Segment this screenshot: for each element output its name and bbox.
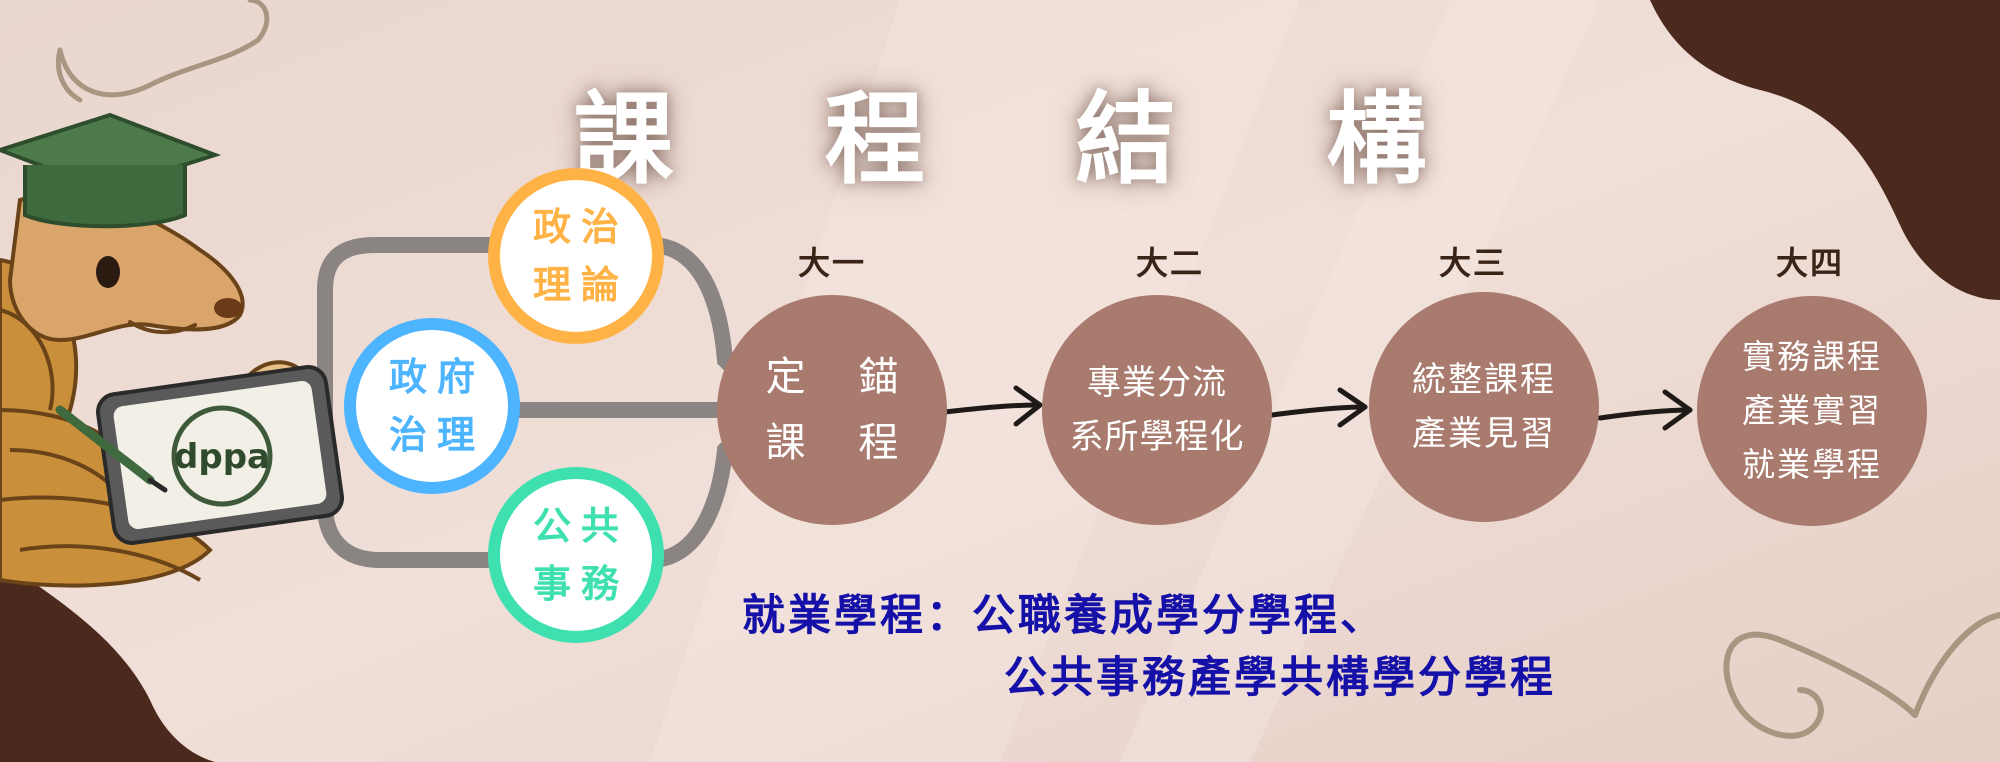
note-label: 就業學程： bbox=[742, 591, 972, 641]
stage-line: 就業學程 bbox=[1742, 445, 1882, 484]
year-label-4: 大四 bbox=[1775, 244, 1844, 282]
year-label-3: 大三 bbox=[1438, 244, 1507, 282]
topic-label-line1: 政治 bbox=[532, 205, 629, 249]
stage-year-1: 定 錨 課 程 bbox=[717, 295, 947, 525]
stage-line: 課 程 bbox=[765, 420, 919, 466]
stage-line: 專業分流 bbox=[1087, 363, 1227, 403]
tablet-logo-text: dppa bbox=[174, 437, 270, 477]
topic-label-line1: 政府 bbox=[388, 355, 485, 399]
corner-blob-bottom-left bbox=[0, 560, 215, 762]
stage-line: 定 錨 bbox=[765, 354, 919, 400]
stage-line: 產業實習 bbox=[1742, 391, 1882, 430]
stage-line: 產業見習 bbox=[1412, 414, 1556, 454]
stage-year-2: 專業分流 系所學程化 bbox=[1042, 295, 1272, 525]
topic-label-line2: 理論 bbox=[532, 263, 629, 307]
topic-label-line2: 治理 bbox=[388, 413, 485, 457]
stage-year-3: 統整課程 產業見習 bbox=[1369, 292, 1599, 522]
note-line-1: 公職養成學分學程、 bbox=[972, 591, 1386, 641]
stage-line: 系所學程化 bbox=[1069, 417, 1245, 457]
pangolin-mascot-icon: dppa bbox=[0, 112, 344, 588]
topic-government-governance: 政府 治理 bbox=[344, 318, 520, 494]
stage-year-4: 實務課程 產業實習 就業學程 bbox=[1697, 296, 1927, 526]
corner-blob-top-right bbox=[1650, 0, 2000, 300]
note-row-1: 就業學程：公職養成學分學程、 bbox=[742, 585, 1556, 647]
topic-label-line1: 公共 bbox=[532, 504, 629, 548]
year-label-1: 大一 bbox=[797, 244, 866, 282]
topic-political-theory: 政治 理論 bbox=[488, 168, 664, 344]
page-title: 課 程 結 構 bbox=[573, 81, 1485, 198]
year-label-2: 大二 bbox=[1135, 244, 1204, 282]
progression-arrows bbox=[942, 385, 1693, 431]
topic-label-line2: 事務 bbox=[532, 562, 629, 606]
note-line-2: 公共事務產學共構學分學程 bbox=[1004, 653, 1556, 703]
employment-program-note: 就業學程：公職養成學分學程、 公共事務產學共構學分學程 bbox=[742, 585, 1556, 709]
stage-line: 實務課程 bbox=[1742, 337, 1882, 376]
stage-line: 統整課程 bbox=[1412, 360, 1556, 400]
topic-public-affairs: 公共 事務 bbox=[488, 467, 664, 643]
